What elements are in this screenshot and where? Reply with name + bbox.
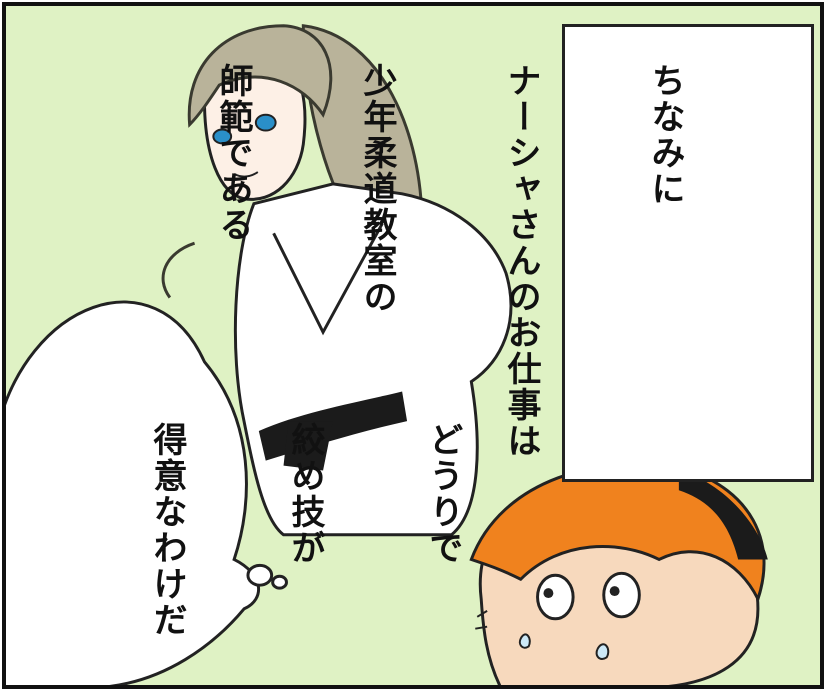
- boy-sweat: [518, 633, 531, 649]
- boy-eye-left: [536, 573, 575, 621]
- narration-caption-box: ちなみに ナーシャさんのお仕事は 少年柔道教室の 師範である: [213, 24, 814, 482]
- manga-panel: ちなみに ナーシャさんのお仕事は 少年柔道教室の 師範である どうりで 絞め技が…: [2, 2, 824, 689]
- speech-bubble-text: どうりで 絞め技が 得意なわけだ: [52, 422, 558, 638]
- caption-line: 少年柔道教室の: [357, 63, 397, 315]
- boy-eye-right: [602, 571, 641, 619]
- caption-line: ナーシャさんのお仕事は: [501, 63, 541, 459]
- panel-artwork: [6, 24, 768, 685]
- speech-line: 得意なわけだ: [147, 422, 187, 638]
- woman-hair: [187, 24, 333, 128]
- thought-dot: [246, 563, 274, 587]
- woman-eye-right: [254, 113, 277, 132]
- speech-line: 絞め技が: [285, 422, 325, 566]
- speech-line: どうりで: [423, 422, 463, 566]
- thought-dot: [271, 574, 288, 590]
- woman-eye-left: [212, 128, 233, 145]
- caption-line: 師範である: [213, 63, 253, 243]
- speech-bubble: [6, 300, 260, 685]
- narration-caption-text: ちなみに ナーシャさんのお仕事は 少年柔道教室の 師範である: [113, 63, 785, 459]
- caption-line: ちなみに: [645, 63, 685, 207]
